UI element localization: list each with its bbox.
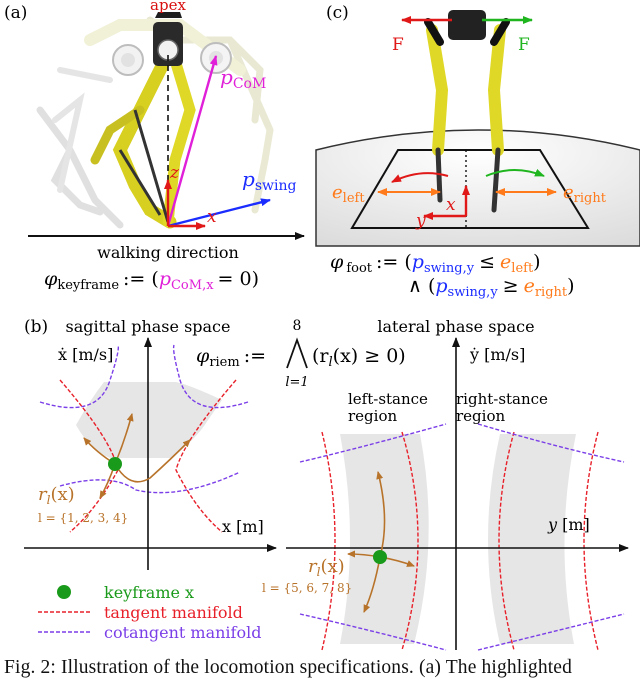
riem-lower: l=1 <box>285 375 308 390</box>
figure-canvas: (a) apex pCoM <box>4 0 640 651</box>
rl-right-label: rl(x) <box>308 556 345 579</box>
cotangent-manifold-curve <box>477 423 625 463</box>
panel-c-label: (c) <box>326 3 349 23</box>
x-label: x <box>207 207 217 227</box>
right-stance-label-1: right-stance <box>456 390 548 408</box>
tangent-manifold-curve <box>583 431 599 651</box>
cotangent-manifold-curve <box>172 344 249 409</box>
keyframe-dot <box>373 550 387 564</box>
force-left-label: F <box>392 35 404 55</box>
left-arc-arrow <box>391 172 449 183</box>
left-stance-label-2: region <box>348 407 397 425</box>
tangent-manifold-curve <box>321 431 336 651</box>
riem-expression: (rl(x) ≥ 0) <box>312 345 406 370</box>
tangent-arrow <box>376 471 386 558</box>
keyframe-dot <box>108 457 122 471</box>
sagittal-x-axis-label: x [m] <box>222 517 264 536</box>
tangent-arrow <box>114 439 191 483</box>
right-stance-shaded-region <box>488 434 576 644</box>
sagittal-title: sagittal phase space <box>66 317 231 336</box>
tangent-manifold-curve <box>59 379 119 533</box>
panel-a-label: (a) <box>4 3 27 23</box>
riem-upper: 8 <box>293 318 302 334</box>
rl-left-label: rl(x) <box>38 484 75 507</box>
big-wedge-icon <box>286 337 308 369</box>
cotangent-manifold-curve <box>477 613 625 651</box>
legend-cotangent-label: cotangent manifold <box>104 623 261 642</box>
cotangent-manifold-curve <box>59 471 241 494</box>
cotangent-manifold-curve <box>299 613 447 651</box>
x-label-c: x <box>446 195 456 215</box>
lateral-y-axis-label: ẏ [m/s] <box>469 345 525 364</box>
right-stance-label-2: region <box>456 407 505 425</box>
legend: keyframe x tangent manifold cotangent ma… <box>38 583 261 642</box>
panel-a: (a) apex pCoM <box>4 0 305 293</box>
e-right-label: eright <box>563 182 607 206</box>
z-label: z <box>169 163 180 183</box>
p-swing-label: pswing <box>242 167 296 194</box>
riem-spec: φriem:= 8 l=1 (rl(x) ≥ 0) <box>196 318 406 390</box>
sagittal-y-axis-label: ẋ [m/s] <box>58 345 113 364</box>
tangent-manifold-curve <box>498 431 515 651</box>
legend-tangent-label: tangent manifold <box>104 603 243 622</box>
riem-phi: φriem:= <box>196 345 266 370</box>
p-swing-vector <box>167 198 271 228</box>
cotangent-manifold-curve <box>299 423 447 463</box>
legend-keyframe-dot <box>57 585 71 599</box>
apex-label: apex <box>150 0 186 14</box>
y-label-c: y <box>415 211 426 231</box>
tangent-manifold-curve <box>401 431 419 651</box>
lateral-phase-space: lateral phase space ẏ [m/s] left-stance … <box>262 317 629 651</box>
l-set-left: l = {1, 2, 3, 4} <box>38 511 128 525</box>
robot-main-illustration <box>90 12 196 229</box>
figure-caption: Fig. 2: Illustration of the locomotion s… <box>4 657 573 678</box>
foot-spec-line2: ∧ (pswing,y≥eright) <box>408 275 575 300</box>
legend-keyframe-label: keyframe x <box>104 583 194 602</box>
force-right-label: F <box>518 35 530 55</box>
p-com-vector <box>166 55 218 227</box>
p-com-label: pCoM <box>220 65 266 92</box>
l-set-right: l = {5, 6, 7, 8} <box>262 581 352 595</box>
sagittal-phase-space: sagittal phase space ẋ [m/s] x [m] rl(x)… <box>24 317 277 570</box>
keyframe-spec: φkeyframe:= (pCoM,x= 0) <box>44 268 259 293</box>
lateral-x-axis-label: y [m] <box>547 515 590 534</box>
lateral-title: lateral phase space <box>377 317 534 336</box>
tangent-manifold-curve <box>175 379 237 533</box>
left-stance-shaded-region <box>340 434 429 644</box>
panel-b: (b) sagittal phase space ẋ [m/s] x [m] r… <box>24 317 629 651</box>
panel-b-label: (b) <box>24 317 48 337</box>
sagittal-shaded-region <box>76 382 222 458</box>
e-left-label: eleft <box>332 182 365 206</box>
left-stance-label-1: left-stance <box>348 390 428 408</box>
right-arc-arrow <box>485 168 545 177</box>
walking-direction-label: walking direction <box>97 243 239 262</box>
